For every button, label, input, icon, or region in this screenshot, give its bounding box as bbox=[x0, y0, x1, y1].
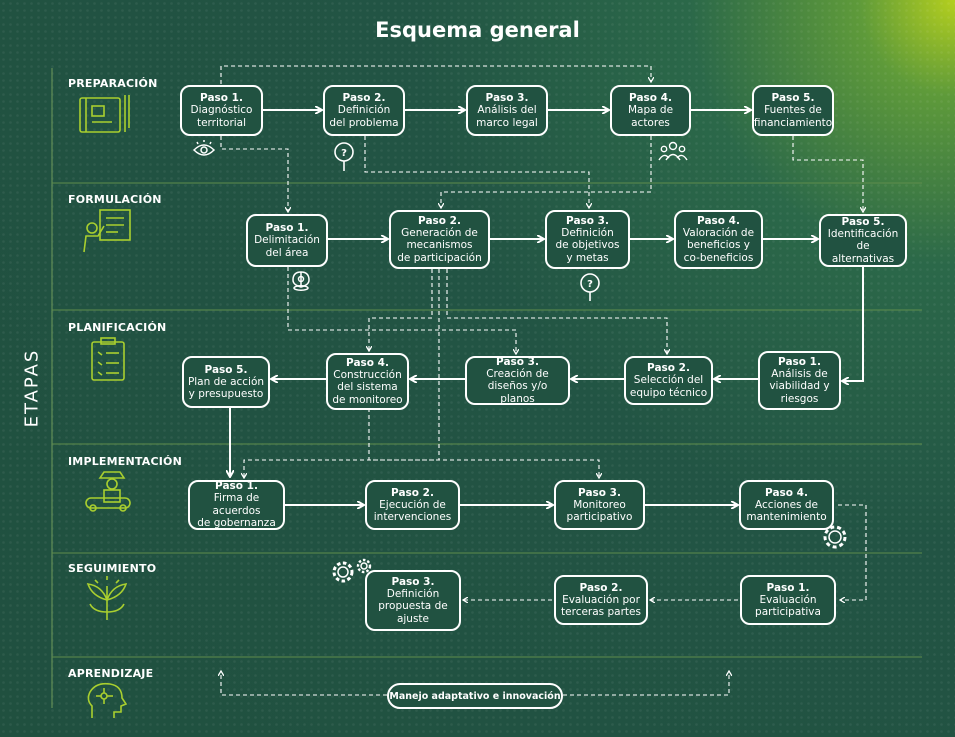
blueprint-tools-icon bbox=[79, 95, 130, 133]
question-magnifier-icon: ? bbox=[334, 142, 354, 171]
head-network-icon bbox=[87, 682, 128, 718]
step-number: Paso 1. bbox=[766, 581, 810, 594]
step-seg-3[interactable]: Paso 3.Definición propuesta de ajuste bbox=[365, 570, 461, 631]
step-number: Paso 3. bbox=[391, 575, 435, 588]
step-number: Paso 4. bbox=[629, 92, 672, 104]
svg-text:?: ? bbox=[341, 148, 347, 159]
plant-growth-icon bbox=[86, 576, 128, 620]
dashed-arrows bbox=[221, 65, 867, 696]
step-text: Fuentes de financiamiento bbox=[753, 104, 833, 129]
step-text: Plan de acción y presupuesto bbox=[187, 375, 265, 401]
presenter-board-icon bbox=[83, 209, 131, 253]
step-seg-1[interactable]: Paso 1.Evaluación participativa bbox=[740, 575, 836, 625]
eye-icon bbox=[192, 140, 216, 156]
step-text: Análisis de viabilidad y riesgos bbox=[769, 367, 830, 405]
step-text: Ejecución de intervenciones bbox=[373, 498, 452, 524]
step-text: Selección del equipo técnico bbox=[629, 374, 708, 399]
stage-label-seguimiento: SEGUIMIENTO bbox=[68, 562, 157, 575]
step-form-2[interactable]: Paso 2.Generación de mecanismos de parti… bbox=[389, 210, 490, 269]
step-text: Acciones de mantenimiento bbox=[746, 498, 827, 524]
step-text: Análisis del marco legal bbox=[476, 104, 538, 129]
stage-label-formulacion: FORMULACIÓN bbox=[68, 193, 162, 206]
step-prep-1[interactable]: Paso 1.Diagnóstico territorial bbox=[180, 85, 263, 136]
step-form-1[interactable]: Paso 1.Delimitación del área bbox=[246, 214, 328, 267]
step-number: Paso 2. bbox=[418, 214, 461, 227]
step-seg-2[interactable]: Paso 2.Evaluación por terceras partes bbox=[554, 575, 648, 625]
step-number: Paso 4. bbox=[765, 486, 808, 499]
step-text: Construcción del sistema de monitoreo bbox=[332, 368, 403, 406]
step-text: Evaluación participativa bbox=[755, 593, 821, 619]
step-plan-4[interactable]: Paso 4.Construcción del sistema de monit… bbox=[326, 353, 409, 410]
step-number: Paso 1. bbox=[215, 480, 258, 493]
step-text: Diagnóstico territorial bbox=[190, 104, 253, 129]
step-number: Paso 5. bbox=[204, 363, 248, 376]
step-number: Paso 2. bbox=[342, 92, 386, 104]
step-plan-3[interactable]: Paso 3.Creación de diseños y/o planos bbox=[465, 356, 570, 405]
page-title: Esquema general bbox=[375, 18, 580, 42]
etapas-axis-label: ETAPAS bbox=[21, 348, 43, 428]
step-number: Paso 3. bbox=[578, 486, 621, 499]
step-number: Paso 4. bbox=[697, 214, 740, 227]
step-text: Evaluación por terceras partes bbox=[561, 593, 641, 619]
step-prep-2[interactable]: Paso 2.Definición del problema bbox=[323, 85, 405, 136]
step-text: Definición de objetivos y metas bbox=[555, 226, 620, 264]
stage-label-aprendizaje: APRENDIZAJE bbox=[68, 667, 154, 680]
step-text: Delimitación del área bbox=[254, 234, 320, 259]
step-text: Definición propuesta de ajuste bbox=[378, 587, 448, 625]
people-group-icon bbox=[658, 141, 688, 161]
step-text: Valoración de beneficios y co-beneficios bbox=[682, 226, 755, 264]
step-number: Paso 1. bbox=[265, 222, 309, 234]
step-plan-2[interactable]: Paso 2.Selección del equipo técnico bbox=[624, 356, 713, 405]
step-impl-3[interactable]: Paso 3.Monitoreo participativo bbox=[554, 480, 645, 530]
step-text: Monitoreo participativo bbox=[566, 498, 633, 524]
step-text: Creación de diseños y/o planos bbox=[486, 367, 549, 405]
step-number: Paso 1. bbox=[200, 92, 243, 104]
step-impl-1[interactable]: Paso 1.Firma de acuerdos de gobernanza bbox=[188, 480, 285, 530]
step-plan-1[interactable]: Paso 1.Análisis de viabilidad y riesgos bbox=[758, 351, 841, 410]
step-number: Paso 3. bbox=[496, 355, 539, 368]
step-impl-2[interactable]: Paso 2.Ejecución de intervenciones bbox=[365, 480, 460, 530]
step-number: Paso 5. bbox=[841, 215, 885, 228]
step-prep-3[interactable]: Paso 3.Análisis del marco legal bbox=[466, 85, 548, 136]
step-number: Paso 2. bbox=[647, 362, 690, 374]
step-number: Paso 4. bbox=[346, 356, 389, 369]
worker-machine-icon bbox=[85, 471, 131, 512]
solid-arrows bbox=[230, 110, 864, 505]
step-number: Paso 2. bbox=[391, 486, 434, 499]
adaptive-management-pill[interactable]: Manejo adaptativo e innovación bbox=[387, 683, 563, 709]
location-pin-icon bbox=[292, 271, 310, 291]
stage-label-implementacion: IMPLEMENTACIÓN bbox=[68, 455, 182, 468]
step-text: Generación de mecanismos de participació… bbox=[397, 226, 482, 264]
step-number: Paso 1. bbox=[778, 355, 821, 368]
step-text: Firma de acuerdos de gobernanza bbox=[197, 492, 276, 530]
svg-text:?: ? bbox=[587, 279, 593, 290]
step-text: Identificación de alternativas bbox=[827, 227, 899, 265]
step-impl-4[interactable]: Paso 4.Acciones de mantenimiento bbox=[739, 480, 834, 530]
step-form-5[interactable]: Paso 5.Identificación de alternativas bbox=[819, 214, 907, 267]
step-text: Mapa de actores bbox=[627, 104, 674, 129]
step-form-3[interactable]: Paso 3.Definición de objetivos y metas bbox=[545, 210, 630, 269]
step-text: Definición del problema bbox=[329, 104, 399, 129]
stage-separators bbox=[52, 182, 922, 658]
step-prep-4[interactable]: Paso 4.Mapa de actores bbox=[610, 85, 691, 136]
question-magnifier-icon-2: ? bbox=[580, 273, 600, 301]
checklist-clipboard-icon bbox=[91, 337, 125, 381]
gear-icon bbox=[823, 525, 847, 549]
step-form-4[interactable]: Paso 4.Valoración de beneficios y co-ben… bbox=[674, 210, 763, 269]
step-plan-5[interactable]: Paso 5.Plan de acción y presupuesto bbox=[182, 356, 270, 408]
step-prep-5[interactable]: Paso 5.Fuentes de financiamiento bbox=[752, 85, 834, 136]
step-number: Paso 5. bbox=[771, 92, 815, 104]
step-number: Paso 3. bbox=[566, 214, 609, 227]
step-number: Paso 2. bbox=[579, 581, 623, 594]
double-gear-icon bbox=[332, 558, 372, 583]
stage-label-preparacion: PREPARACIÓN bbox=[68, 77, 158, 90]
step-number: Paso 3. bbox=[485, 92, 529, 104]
stage-label-planificacion: PLANIFICACIÓN bbox=[68, 321, 167, 334]
